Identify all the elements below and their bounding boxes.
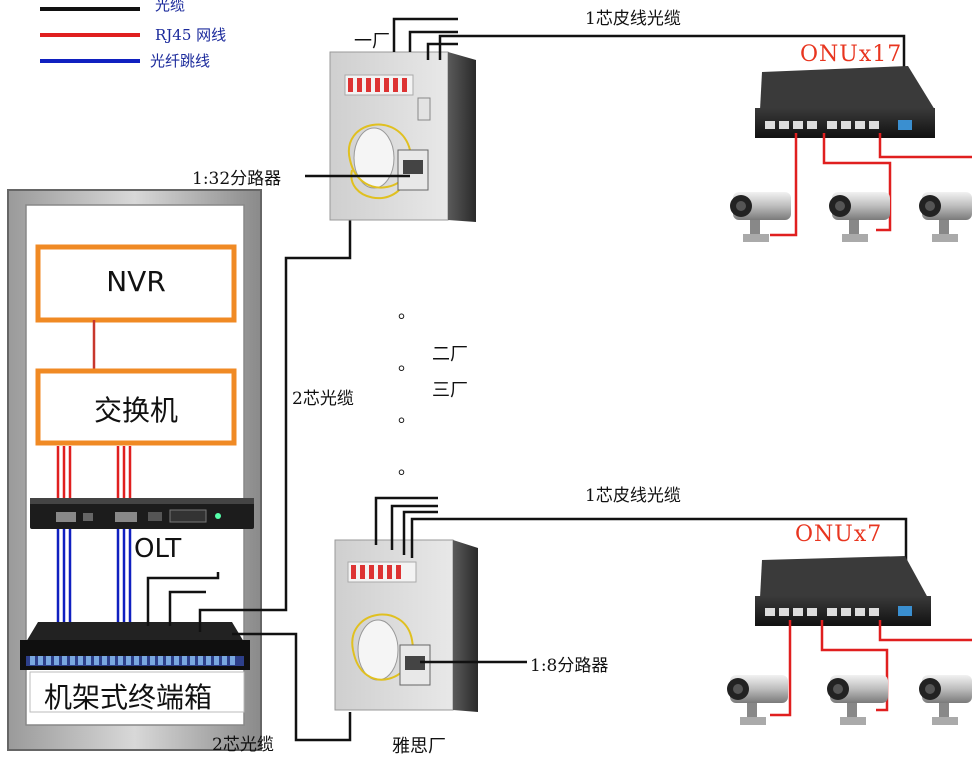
factory-top-name: 一厂 bbox=[354, 31, 390, 52]
switch-box bbox=[35, 368, 237, 446]
legend-line-rj45 bbox=[40, 33, 140, 37]
olt-device bbox=[30, 498, 254, 529]
camera-bottom-1 bbox=[727, 675, 788, 725]
camera-top-2 bbox=[829, 192, 890, 242]
cable-top-label: 1芯皮线光缆 bbox=[585, 9, 681, 29]
legend-line-jumper bbox=[40, 59, 140, 63]
nvr-box bbox=[35, 244, 237, 323]
camera-bottom-3 bbox=[919, 675, 972, 725]
trunk-top-label: 2芯光缆 bbox=[292, 389, 354, 409]
camera-top-1 bbox=[730, 192, 791, 242]
terminal-box-ports bbox=[30, 656, 235, 665]
ellipsis-dot-3: 。 bbox=[398, 406, 416, 427]
splitter-top-label: 1:32分路器 bbox=[192, 169, 282, 189]
ellipsis-dot-4: 。 bbox=[398, 458, 416, 479]
legend-label-cable: 光缆 bbox=[155, 0, 186, 14]
camera-top-3 bbox=[919, 192, 972, 242]
terminal-box-label: 机架式终端箱 bbox=[44, 681, 213, 714]
legend-line-cable bbox=[40, 7, 140, 11]
factory-bottom-name: 雅思厂 bbox=[392, 736, 446, 757]
onu-top-label: ONUx17 bbox=[800, 42, 903, 67]
factory-middle-name-1: 二厂 bbox=[432, 344, 468, 365]
fiber-cabinet-top bbox=[329, 51, 476, 222]
olt-label: OLT bbox=[134, 534, 182, 564]
camera-bottom-2 bbox=[827, 675, 888, 725]
onu-switch-top bbox=[755, 66, 935, 138]
fiber-cabinet-bottom bbox=[334, 539, 478, 712]
ellipsis-dot-2: 。 bbox=[398, 354, 416, 375]
nvr-label: NVR bbox=[106, 265, 166, 298]
switch-label: 交换机 bbox=[93, 394, 178, 427]
legend-label-jumper: 光纤跳线 bbox=[150, 52, 211, 70]
factory-middle-name-2: 三厂 bbox=[432, 380, 468, 401]
cable-bottom-label: 1芯皮线光缆 bbox=[585, 486, 681, 506]
onu-switch-bottom bbox=[755, 556, 931, 626]
ellipsis-dot-1: 。 bbox=[398, 302, 416, 323]
legend-label-rj45: RJ45 网线 bbox=[155, 26, 227, 44]
splitter-bottom-label: 1:8分路器 bbox=[530, 656, 609, 676]
trunk-bottom-label: 2芯光缆 bbox=[212, 735, 274, 755]
onu-bottom-label: ONUx7 bbox=[795, 522, 883, 547]
